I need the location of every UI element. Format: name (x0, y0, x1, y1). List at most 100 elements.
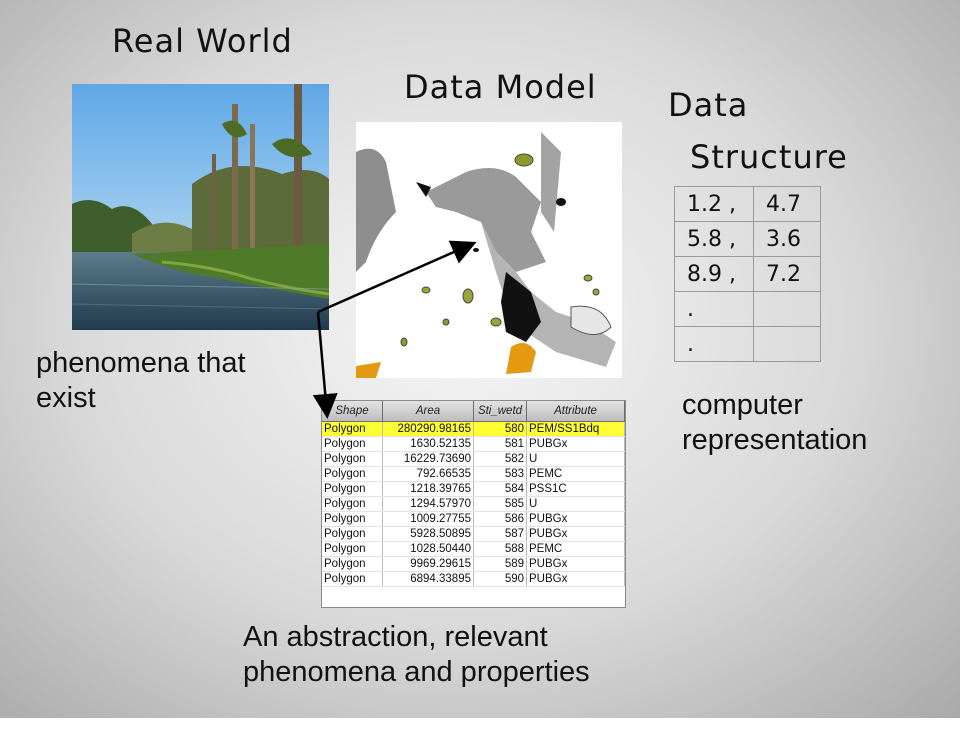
data-structure-row: . (674, 326, 821, 362)
table-cell: 586 (473, 511, 527, 527)
table-cell: 5928.50895 (382, 526, 474, 542)
table-cell: U (526, 496, 625, 512)
map-polygon (570, 305, 612, 335)
slide: Real World Data Model Data Structure (0, 0, 960, 718)
data-title: Data (668, 86, 749, 124)
map-polygon (400, 337, 408, 347)
table-cell: Polygon (322, 541, 383, 557)
swamp-photo (72, 84, 329, 330)
computer-representation-caption: computer representation (682, 388, 942, 458)
data-structure-cell (753, 326, 821, 362)
map-polygon (356, 148, 396, 272)
table-cell: Polygon (322, 436, 383, 452)
table-cell: U (526, 451, 625, 467)
data-structure-cell: . (674, 291, 754, 327)
map-polygon (592, 288, 600, 296)
column-header[interactable]: Attribute (526, 401, 625, 422)
map-polygon (416, 182, 431, 197)
data-structure-cell: 8.9 , (674, 256, 754, 292)
table-cell: PUBGx (526, 511, 625, 527)
column-header[interactable]: Shape (322, 401, 383, 422)
data-structure-cell: 1.2 , (674, 186, 754, 222)
data-structure-row: 1.2 ,4.7 (674, 186, 821, 222)
table-cell: 280290.98165 (382, 421, 474, 437)
polygon-map (356, 132, 616, 378)
map-polygon (473, 248, 479, 252)
map-polygon (442, 318, 450, 326)
data-structure-cell: 7.2 (753, 256, 821, 292)
caption-line: representation (682, 424, 868, 456)
table-cell: PEM/SS1Bdq (526, 421, 625, 437)
data-structure-cell: . (674, 326, 754, 362)
table-cell: 582 (473, 451, 527, 467)
map-polygon (490, 317, 502, 327)
map-polygon (501, 272, 541, 342)
table-cell: 583 (473, 466, 527, 482)
table-cell: Polygon (322, 511, 383, 527)
table-cell: Polygon (322, 466, 383, 482)
table-cell: 1218.39765 (382, 481, 474, 497)
data-model-map (356, 122, 622, 378)
table-cell: Polygon (322, 526, 383, 542)
map-polygon (356, 362, 381, 378)
map-polygon (421, 286, 431, 294)
real-world-caption: phenomena that exist (36, 346, 296, 416)
table-cell: 585 (473, 496, 527, 512)
table-cell: PUBGx (526, 556, 625, 572)
data-structure-cell (753, 291, 821, 327)
table-cell: Polygon (322, 451, 383, 467)
table-cell: Polygon (322, 481, 383, 497)
caption-line: exist (36, 382, 96, 414)
table-cell: Polygon (322, 496, 383, 512)
abstraction-caption: An abstraction, relevant phenomena and p… (243, 620, 663, 690)
map-polygon (426, 168, 546, 272)
data-structure-cell: 3.6 (753, 221, 821, 257)
map-polygon (541, 132, 561, 232)
caption-line: phenomena that (36, 347, 246, 379)
data-structure-cell: 5.8 , (674, 221, 754, 257)
map-polygon (514, 153, 534, 167)
table-cell: 1028.50440 (382, 541, 474, 557)
table-cell: 9969.29615 (382, 556, 474, 572)
map-polygon (506, 343, 536, 374)
table-cell: PUBGx (526, 571, 625, 587)
column-header[interactable]: Area (382, 401, 474, 422)
table-cell: 16229.73690 (382, 451, 474, 467)
table-cell: 590 (473, 571, 527, 587)
table-cell: 1294.57970 (382, 496, 474, 512)
table-cell: 1009.27755 (382, 511, 474, 527)
table-cell: PEMC (526, 541, 625, 557)
map-polygon (462, 288, 474, 304)
table-cell: 6894.33895 (382, 571, 474, 587)
table-cell: 589 (473, 556, 527, 572)
data-structure-row: . (674, 291, 821, 327)
table-cell: 581 (473, 436, 527, 452)
structure-title: Structure (690, 138, 848, 176)
table-cell: 580 (473, 421, 527, 437)
table-cell: 1630.52135 (382, 436, 474, 452)
table-cell: Polygon (322, 571, 383, 587)
map-polygon (556, 198, 566, 206)
table-cell: 584 (473, 481, 527, 497)
swamp-illustration (72, 84, 329, 330)
table-cell: Polygon (322, 421, 383, 437)
data-model-title: Data Model (404, 68, 597, 106)
caption-line: phenomena and properties (243, 656, 590, 688)
table-cell: 588 (473, 541, 527, 557)
column-header[interactable]: Sti_wetd (473, 401, 527, 422)
table-cell: PSS1C (526, 481, 625, 497)
